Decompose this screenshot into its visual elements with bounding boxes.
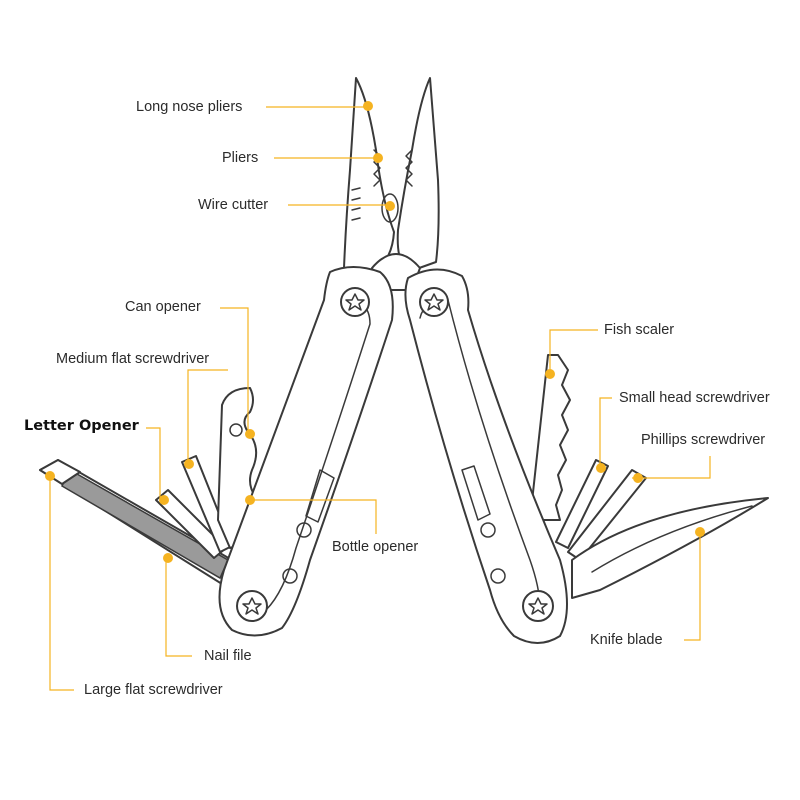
label-small-head-screwdriver: Small head screwdriver	[619, 390, 770, 406]
leader-nail-file	[165, 558, 192, 657]
pliers-jaws	[343, 77, 440, 291]
wire-cutter-slot	[381, 193, 399, 223]
label-long-nose-pliers: Long nose pliers	[136, 99, 243, 115]
jaw-grip-lines	[351, 187, 361, 221]
right-jaw	[396, 77, 440, 273]
label-bottle-opener: Bottle opener	[332, 539, 419, 555]
leader-small-head-screwdriver	[599, 397, 612, 466]
leader-large-flat-screwdriver	[49, 476, 74, 691]
dot-knife-blade	[695, 527, 705, 537]
dot-can-opener	[245, 429, 255, 439]
screw-top-left	[340, 287, 370, 317]
dot-phillips-screwdriver	[633, 473, 643, 483]
screw-top-right	[419, 287, 449, 317]
leader-letter-opener	[146, 427, 161, 498]
handle-slot-right	[461, 465, 491, 521]
handle-slot-left	[305, 469, 335, 523]
dot-fish-scaler	[545, 369, 555, 379]
label-phillips-screwdriver: Phillips screwdriver	[641, 432, 766, 448]
dot-wire-cutter	[385, 201, 395, 211]
label-pliers: Pliers	[222, 150, 259, 166]
leader-lines	[49, 106, 711, 691]
handle-hole-left-1	[296, 522, 312, 538]
label-can-opener: Can opener	[125, 299, 201, 315]
label-large-flat-screwdriver: Large flat screwdriver	[84, 682, 223, 698]
label-fish-scaler: Fish scaler	[604, 322, 675, 338]
dot-medium-flat-screwdriver	[184, 459, 194, 469]
knife-blade-tool	[571, 497, 769, 599]
leader-medium-flat-screwdriver	[187, 369, 228, 462]
large-flat-screwdriver-tip	[39, 459, 81, 485]
leader-knife-blade	[684, 530, 701, 641]
label-knife-blade: Knife blade	[590, 632, 663, 648]
jaw-teeth-right	[405, 149, 413, 187]
label-medium-flat-screwdriver: Medium flat screwdriver	[56, 351, 210, 367]
label-wire-cutter: Wire cutter	[198, 197, 269, 213]
leader-phillips-screwdriver	[632, 456, 711, 479]
label-letter-opener: Letter Opener	[24, 418, 139, 434]
screw-bottom-right	[522, 590, 554, 622]
dot-large-flat-screwdriver	[45, 471, 55, 481]
knife-blade-edge	[591, 505, 753, 573]
handles	[218, 266, 568, 644]
dot-bottle-opener	[245, 495, 255, 505]
dot-pliers	[373, 153, 383, 163]
dot-nail-file	[163, 553, 173, 563]
dot-letter-opener	[159, 495, 169, 505]
fish-scaler-tool	[529, 354, 571, 521]
can-opener-hole	[229, 423, 243, 437]
handle-hole-left-2	[282, 568, 298, 584]
leader-fish-scaler	[549, 329, 598, 372]
leader-bottle-opener	[252, 499, 377, 534]
dot-long-nose-pliers	[363, 101, 373, 111]
right-tools	[529, 354, 769, 599]
dot-small-head-screwdriver	[596, 463, 606, 473]
handle-hole-right-1	[480, 522, 496, 538]
left-handle	[218, 266, 394, 637]
callout-dots	[45, 101, 705, 563]
leader-can-opener	[220, 307, 249, 432]
screw-bottom-left	[236, 590, 268, 622]
label-nail-file: Nail file	[204, 648, 252, 664]
handle-hole-right-2	[490, 568, 506, 584]
